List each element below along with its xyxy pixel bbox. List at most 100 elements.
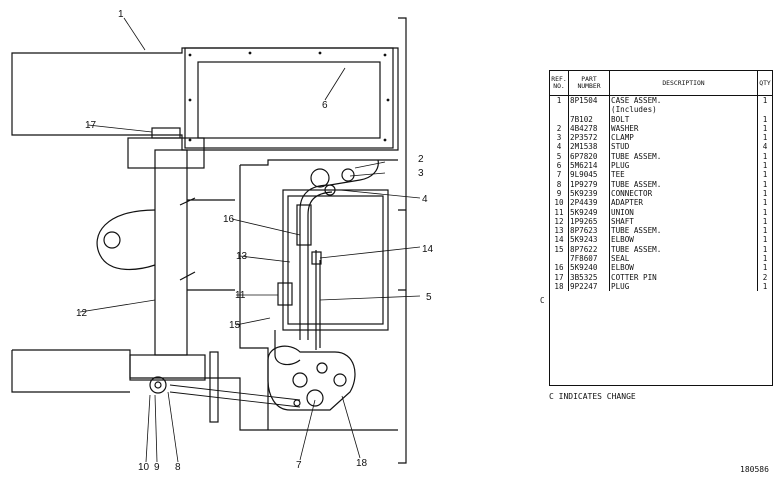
qty-cell: 1 [762, 263, 768, 273]
part-number-cell: 1P9265 [568, 216, 610, 227]
qty-cell: 1 [762, 235, 768, 245]
ref-no-cell: 15 [550, 244, 569, 255]
change-footnote: C INDICATES CHANGE [549, 392, 636, 401]
qty-cell: 1 [762, 114, 768, 124]
qty-cell: 1 [762, 198, 768, 208]
callout-14: 14 [422, 244, 434, 255]
callout-16: 16 [223, 214, 235, 225]
qty-cell: 1 [762, 151, 768, 161]
description-cell: CASE ASSEM. [609, 95, 758, 106]
description-cell: ADAPTER [609, 198, 758, 208]
part-number-cell: 2M1538 [568, 142, 610, 152]
qty-cell: 1 [762, 207, 768, 217]
ref-no-cell: 6 [550, 161, 569, 171]
description-cell: SHAFT [609, 216, 758, 227]
part-number-cell: 7B102 [568, 114, 610, 124]
qty-cell: 1 [762, 96, 768, 105]
document-number: 180586 [740, 465, 769, 474]
change-marker: C [540, 296, 545, 305]
callout-15: 15 [229, 320, 241, 331]
callout-3: 3 [418, 168, 424, 179]
qty-cell: 1 [762, 133, 768, 143]
ref-no-cell: 4 [550, 142, 569, 152]
callout-12: 12 [76, 308, 88, 319]
qty-cell: 2 [762, 272, 768, 282]
callout-4: 4 [422, 194, 428, 205]
description-cell: TUBE ASSEM. [609, 151, 758, 162]
callout-9: 9 [154, 462, 160, 473]
ref-no-cell: 9 [550, 188, 569, 199]
callout-1: 1 [118, 9, 124, 20]
description-cell: COTTER PIN [609, 272, 758, 282]
description-cell: BOLT [609, 114, 758, 124]
ref-no-cell: 10 [550, 198, 569, 208]
part-number-cell: 2P4439 [568, 198, 610, 208]
ref-no-cell: 12 [550, 216, 569, 227]
exploded-parts-drawing: 1 2 3 4 5 6 7 8 9 10 11 12 13 14 15 16 1… [11, 9, 434, 473]
callout-17: 17 [85, 120, 97, 131]
description-cell: UNION [609, 207, 758, 217]
qty-cell: 1 [762, 281, 768, 291]
callout-11: 11 [235, 290, 246, 301]
ref-no-cell: 16 [550, 263, 569, 273]
description-cell: SEAL [609, 254, 758, 264]
part-number-cell: 8P7623 [568, 226, 610, 236]
callout-7: 7 [296, 460, 302, 471]
part-number-cell: 6P7820 [568, 151, 610, 162]
callout-8: 8 [175, 462, 181, 473]
description-cell: PLUG [609, 281, 758, 292]
ref-no-cell: 17 [550, 272, 569, 282]
description-cell: TUBE ASSEM. [609, 226, 758, 236]
ref-no-cell: 13 [550, 226, 569, 236]
qty-cell: 1 [762, 179, 768, 189]
description-cell: CONNECTOR [609, 188, 758, 199]
description-cell: PLUG [609, 161, 758, 171]
callout-18: 18 [356, 458, 368, 469]
callout-6: 6 [322, 100, 328, 111]
ref-no-cell [550, 254, 569, 264]
part-number-cell: 2P3572 [568, 133, 610, 143]
description-cell: TEE [609, 170, 758, 180]
part-number-cell: 1P9279 [568, 179, 610, 189]
part-number-cell [568, 105, 610, 115]
callout-10: 10 [138, 462, 150, 473]
qty-cell: 1 [762, 170, 768, 180]
part-number-cell: 3B5325 [568, 272, 610, 282]
description-cell: TUBE ASSEM. [609, 244, 758, 255]
ref-no-cell: 18 [550, 281, 569, 292]
ref-no-cell: 11 [550, 207, 569, 217]
ref-no-cell: 5 [550, 151, 569, 162]
part-number-cell: 5M6214 [568, 161, 610, 171]
callout-5: 5 [426, 292, 432, 303]
qty-cell: 1 [762, 226, 768, 236]
part-number-cell: 5K9249 [568, 207, 610, 217]
qty-cell: 1 [762, 188, 768, 198]
qty-cell: 1 [762, 123, 768, 133]
ref-no-cell: 7 [550, 170, 569, 180]
qty-cell: 4 [762, 142, 768, 152]
description-cell: TUBE ASSEM. [609, 179, 758, 189]
qty-cell [758, 105, 773, 114]
table-row: (Includes) [550, 105, 773, 115]
ref-no-cell: 3 [550, 133, 569, 143]
part-number-cell: 4B4278 [568, 123, 610, 134]
part-number-cell: 9P2247 [568, 281, 610, 292]
table-header-row: REF. NO. PART NUMBER DESCRIPTION QTY [550, 71, 772, 96]
header-description: DESCRIPTION [609, 71, 758, 96]
qty-cell: 1 [762, 244, 768, 254]
ref-no-cell: 2 [550, 123, 569, 134]
ref-no-cell: 1 [550, 95, 569, 106]
